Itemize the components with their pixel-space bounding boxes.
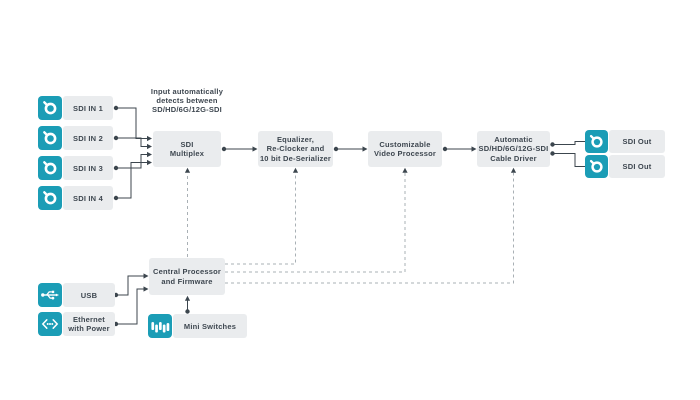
sdi-out-1-label: SDI Out [609, 130, 665, 153]
usb-icon [38, 283, 62, 307]
note-line: detects between [156, 96, 218, 105]
block-line: Customizable [379, 139, 431, 149]
pill-line: Ethernet [72, 315, 106, 324]
line-sdi-in-4 [116, 162, 147, 199]
ethernet-label: Ethernet with Power [63, 312, 115, 336]
block-line: Multiplex [169, 149, 205, 158]
bnc-connector-icon [585, 155, 608, 178]
bnc-connector-icon [38, 96, 62, 120]
line-driver-to-out-1 [552, 141, 585, 145]
dashed-line-cpu-to-equalizer [225, 173, 296, 265]
sdi-in-1-label: SDI IN 1 [63, 96, 113, 120]
video-processor-block: Customizable Video Processor [368, 131, 442, 167]
dashed-line-cpu-to-cable-driver [225, 173, 514, 284]
cable-driver-block: Automatic SD/HD/6G/12G-SDI Cable Driver [477, 131, 550, 167]
sdi-out-2-label: SDI Out [609, 155, 665, 178]
note-line: Input automatically [150, 87, 224, 96]
mini-switches-label: Mini Switches [173, 314, 247, 338]
block-line: Central Processor [152, 267, 221, 276]
block-line: SD/HD/6G/12G-SDI [478, 144, 549, 154]
sdi-in-4-label: SDI IN 4 [63, 186, 113, 210]
block-line: Equalizer, [276, 134, 314, 144]
block-line: and Firmware [161, 276, 213, 286]
bnc-connector-icon [38, 126, 62, 150]
pill-line: with Power [68, 324, 110, 333]
block-line: 10 bit De-Serializer [259, 153, 332, 163]
line-sdi-in-3 [116, 154, 147, 169]
bnc-connector-icon [38, 186, 62, 210]
block-line: Cable Driver [490, 153, 537, 163]
central-processor-block: Central Processor and Firmware [149, 258, 225, 295]
ethernet-icon [38, 312, 62, 336]
line-driver-to-out-2 [552, 153, 585, 167]
sdi-multiplex-block: SDI Multiplex [153, 131, 221, 167]
bnc-connector-icon [585, 130, 608, 153]
block-line: Video Processor [373, 149, 437, 158]
line-ethernet-to-cpu [116, 288, 144, 325]
line-usb-to-cpu [116, 275, 144, 296]
usb-label: USB [63, 283, 115, 307]
block-line: SDI [180, 139, 194, 149]
bnc-connector-icon [38, 156, 62, 180]
line-sdi-in-2 [116, 137, 147, 147]
auto-detect-note: Input automatically detects between SD/H… [132, 87, 242, 114]
block-line: Re-Clocker and [266, 144, 325, 154]
sdi-in-2-label: SDI IN 2 [63, 126, 113, 150]
dashed-line-cpu-to-video-processor [225, 173, 406, 273]
sdi-in-3-label: SDI IN 3 [63, 156, 113, 180]
block-line: Automatic [494, 134, 533, 144]
dip-switches-icon [148, 314, 172, 338]
dashed-control-lines [187, 173, 514, 284]
equalizer-block: Equalizer, Re-Clocker and 10 bit De-Seri… [258, 131, 333, 167]
note-line: SD/HD/6G/12G-SDI [152, 105, 222, 114]
